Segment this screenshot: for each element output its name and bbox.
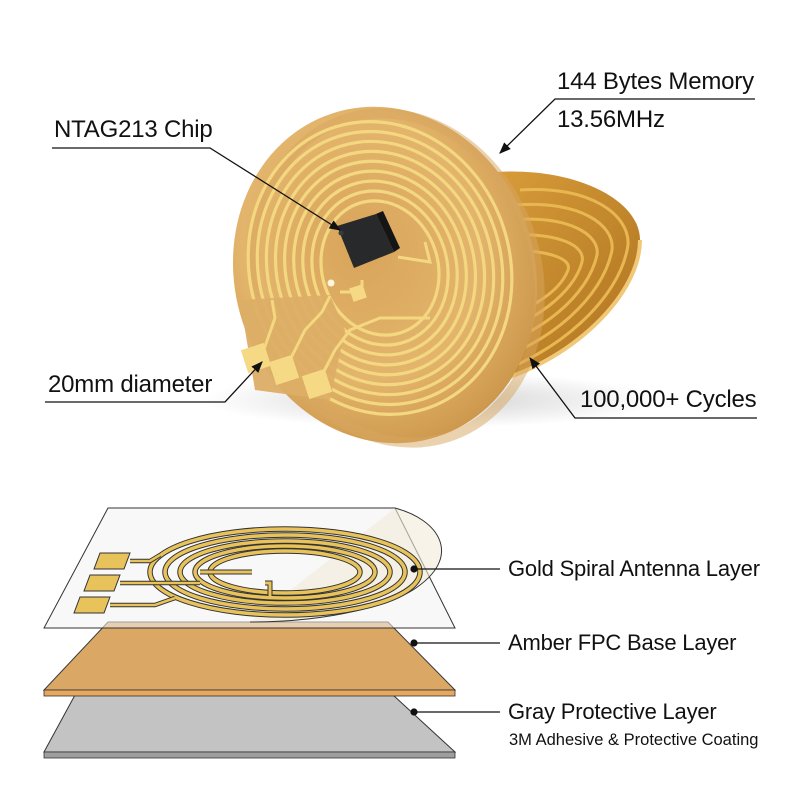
callout-chip: NTAG213 Chip: [54, 116, 213, 143]
contact-pad: [268, 354, 300, 386]
ntag213-chip: [337, 211, 400, 268]
amber-fpc-layer: [42, 621, 457, 691]
gray-protective-layer: [43, 694, 457, 753]
contact-pad: [301, 368, 333, 400]
callout-memory: 144 Bytes Memory: [557, 68, 754, 95]
callout-frequency: 13.56MHz: [557, 106, 665, 133]
layer-label-antenna: Gold Spiral Antenna Layer: [508, 556, 760, 581]
nfc-disc: [232, 106, 545, 448]
callout-diameter: 20mm diameter: [48, 371, 213, 398]
contact-pad: [240, 342, 272, 374]
layer-leader-lines: [410, 565, 500, 716]
layer-label-fpc: Amber FPC Base Layer: [508, 630, 737, 655]
layer-label-protective: Gray Protective Layer: [508, 699, 717, 724]
top-leader-lines: [45, 98, 757, 419]
layer-sublabel-protective: 3M Adhesive & Protective Coating: [509, 731, 759, 749]
callout-cycles: 100,000+ Cycles: [580, 386, 757, 413]
layer-stack-diagram: [42, 507, 457, 759]
